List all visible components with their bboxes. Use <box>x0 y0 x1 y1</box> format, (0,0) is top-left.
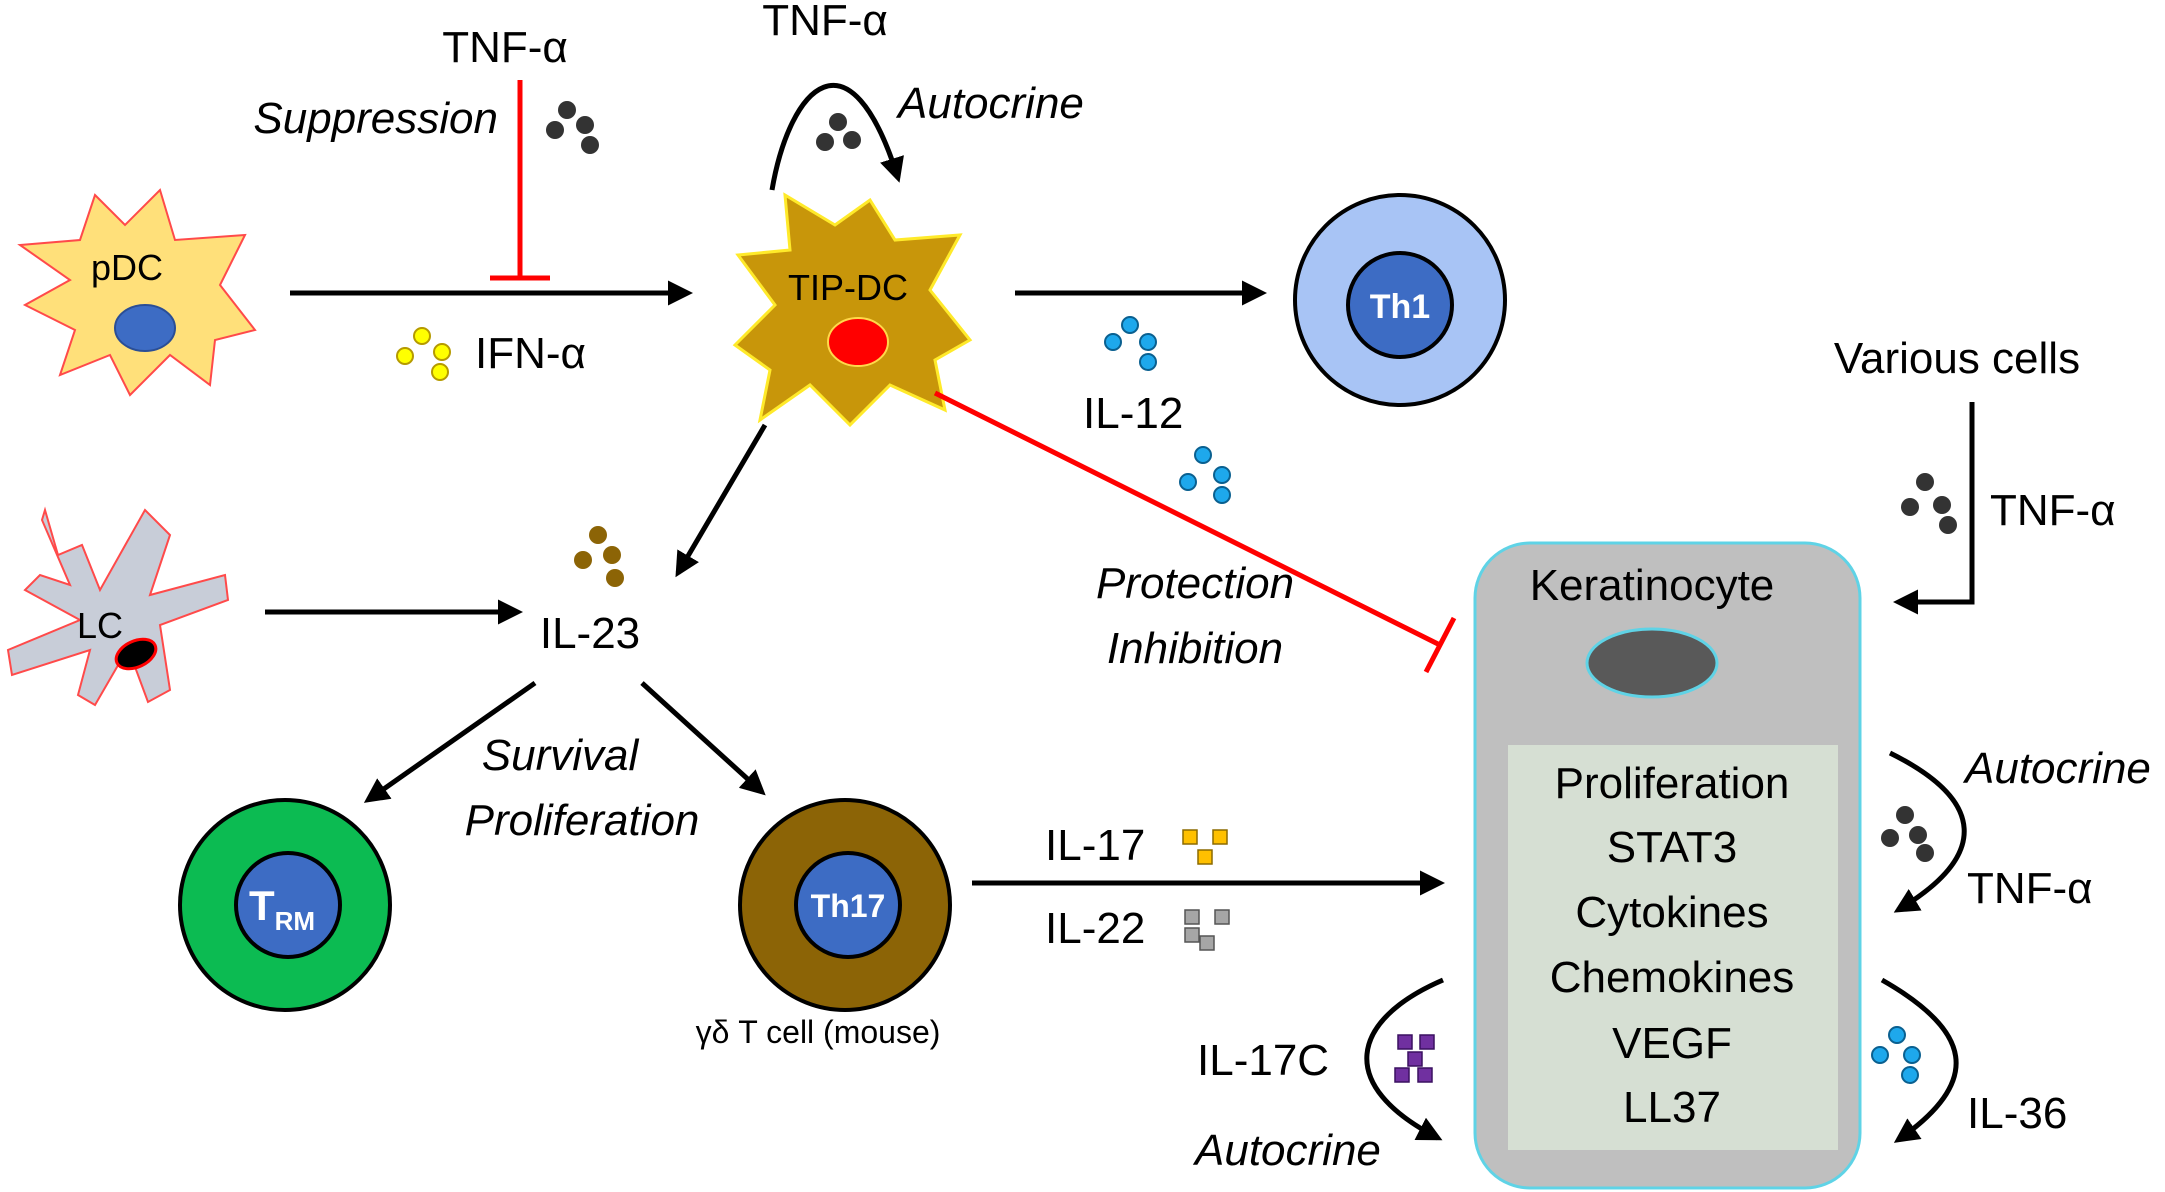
various-cells-arrow <box>1893 402 1975 615</box>
pdc-label: pDC <box>91 247 163 288</box>
lc-label: LC <box>77 605 123 646</box>
pdc-nucleus <box>114 304 176 352</box>
effect-cytokines: Cytokines <box>1575 888 1768 937</box>
proliferation-label: Proliferation <box>465 796 700 845</box>
suppression-label: Suppression <box>253 94 498 143</box>
il17-label: IL-17 <box>1045 821 1145 870</box>
il12-dots-lower <box>1179 446 1231 504</box>
connectors <box>265 80 1975 1143</box>
keratinocyte-tnf-loop <box>1888 750 1967 913</box>
tipdc-autocrine-loop <box>769 82 904 191</box>
lc-nucleus <box>114 637 158 671</box>
pdc-cell: pDC <box>17 188 257 397</box>
il17c-squares <box>1394 1034 1435 1083</box>
trm-nucleus <box>234 851 342 959</box>
tnf-dots-top <box>816 113 861 151</box>
trm-label-sub: RM <box>275 906 315 936</box>
survival-label: Survival <box>482 731 640 780</box>
il36-dots <box>1871 1026 1921 1084</box>
tnf-label-top-left: TNF-α <box>442 23 568 72</box>
tnf-label-right: TNF-α <box>1990 486 2116 535</box>
keratinocyte-effects-box <box>1508 745 1838 1150</box>
trm-label-main: T <box>249 882 275 929</box>
keratinocyte-label: Keratinocyte <box>1530 561 1775 610</box>
effect-proliferation: Proliferation <box>1555 759 1790 808</box>
trm-cell: TRM <box>178 798 392 1012</box>
tipdc-cell: TIP-DC <box>732 192 973 428</box>
lc-membrane <box>6 506 230 707</box>
il12-dots-upper <box>1104 316 1157 371</box>
il23-label: IL-23 <box>540 609 640 658</box>
lc-cell: LC <box>6 506 230 707</box>
inhibition-label: Inhibition <box>1107 624 1283 673</box>
il23-to-th17-arrow <box>640 681 766 796</box>
il12-label: IL-12 <box>1083 389 1183 438</box>
keratinocyte-il17c-loop <box>1364 977 1444 1141</box>
keratinocyte-cell: Keratinocyte Proliferation STAT3 Cytokin… <box>1473 541 1862 1190</box>
effect-chemokines: Chemokines <box>1550 953 1795 1002</box>
pdc-membrane <box>17 188 257 397</box>
trm-label: TRM <box>249 882 315 936</box>
il17-squares <box>1182 829 1228 865</box>
th1-label: Th1 <box>1370 288 1430 326</box>
th17-label: Th17 <box>811 888 886 924</box>
th17-caption: γδ T cell (mouse) <box>696 1014 941 1050</box>
autocrine-label-top: Autocrine <box>895 79 1084 128</box>
tnf-label-top: TNF-α <box>762 0 888 45</box>
th1-nucleus <box>1346 251 1454 359</box>
tnf-label-right-lower: TNF-α <box>1967 864 2093 913</box>
tnf-dots-right <box>1901 473 1957 534</box>
various-cells-label: Various cells <box>1834 334 2080 383</box>
tnf-dots-autocrine <box>1881 806 1934 862</box>
th17-nucleus <box>794 851 902 959</box>
il22-label: IL-22 <box>1045 904 1145 953</box>
effect-stat3: STAT3 <box>1607 823 1737 872</box>
il23-to-trm-arrow <box>363 680 537 803</box>
effect-ll37: LL37 <box>1623 1083 1721 1132</box>
il17c-label: IL-17C <box>1197 1036 1329 1085</box>
protection-inhibition-bar <box>1423 616 1457 674</box>
autocrine-label-bottom: Autocrine <box>1192 1126 1381 1175</box>
il22-squares <box>1184 909 1230 951</box>
ifn-label: IFN-α <box>475 329 586 378</box>
th17-cell: Th17 γδ T cell (mouse) <box>696 798 952 1050</box>
autocrine-label-right: Autocrine <box>1962 744 2151 793</box>
keratinocyte-il36-loop <box>1880 977 1959 1143</box>
th1-cell: Th1 <box>1293 193 1507 407</box>
effect-vegf: VEGF <box>1612 1019 1732 1068</box>
protection-label: Protection <box>1096 559 1294 608</box>
keratinocyte-nucleus <box>1585 627 1719 699</box>
tipdc-nucleus <box>827 317 889 367</box>
protection-inhibition-line <box>933 390 1442 648</box>
tnf-dots-top-left <box>546 101 599 154</box>
tipdc-to-il23-arrow <box>675 423 768 578</box>
il36-label: IL-36 <box>1967 1089 2067 1138</box>
tipdc-membrane <box>732 192 973 428</box>
tipdc-label: TIP-DC <box>788 267 908 308</box>
il23-dots <box>574 526 624 587</box>
ifn-dots <box>396 327 451 381</box>
